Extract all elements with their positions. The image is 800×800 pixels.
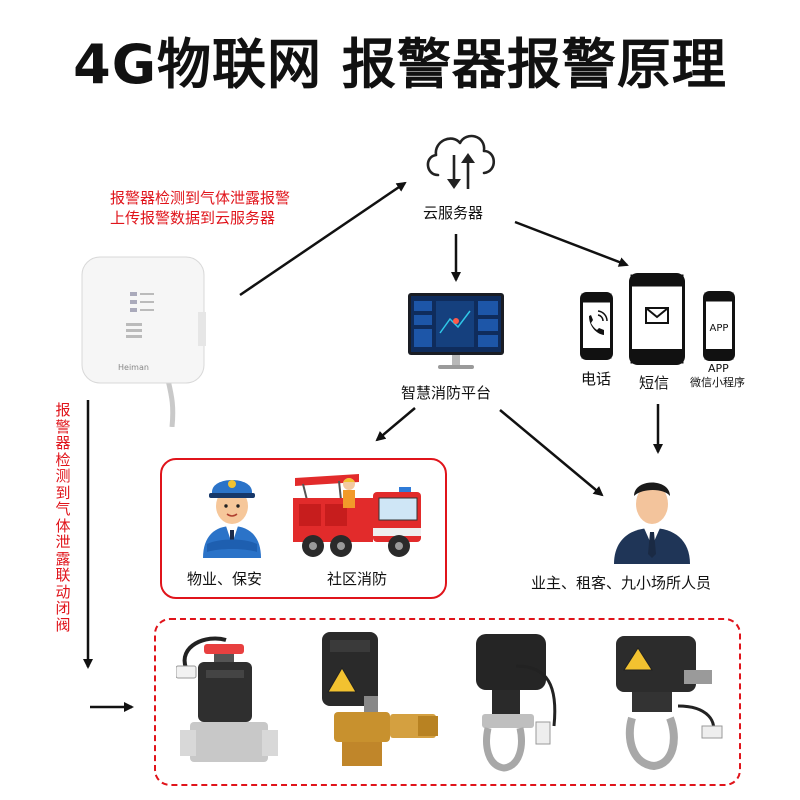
solenoid-valve-image — [176, 626, 281, 776]
property-label: 物业、保安 — [187, 568, 262, 589]
arrow-platform-to-property — [377, 408, 415, 440]
gas-detector-device: Heiman — [80, 252, 215, 427]
manipulator-valve-image-2 — [598, 626, 728, 776]
phone-sms-label: 短信 — [639, 372, 669, 393]
owner-label: 业主、租客、九小场所人员 — [531, 572, 711, 593]
person-suit-icon — [612, 466, 692, 566]
linkage-note: 报警器检测到气体泄露 联动闭阀 — [54, 402, 72, 633]
phone-sms-icon — [629, 273, 685, 365]
phone-call-icon — [580, 292, 613, 360]
arrow-cloud-to-phones — [515, 222, 627, 265]
cloud-up-down-icon — [420, 127, 500, 195]
fire-truck-icon — [289, 472, 427, 564]
monitor-dashboard-icon — [408, 293, 504, 373]
manipulator-valve-image-1 — [458, 626, 568, 776]
cloud-label: 云服务器 — [423, 202, 483, 223]
arrow-platform-to-owner — [500, 410, 602, 495]
upload-note-line2: 上传报警数据到云服务器 — [110, 208, 275, 228]
platform-label: 智慧消防平台 — [401, 382, 491, 403]
app-badge: APP — [710, 323, 729, 334]
phone-app-icon: APP — [703, 291, 735, 361]
phone-call-label: 电话 — [581, 368, 611, 389]
security-guard-icon — [197, 468, 267, 560]
motor-valve-brass-image — [318, 626, 443, 776]
app-caption-2: 微信小程序 — [690, 374, 745, 390]
upload-note-line1: 报警器检测到气体泄露报警 — [110, 188, 290, 208]
detector-brand: Heiman — [118, 363, 149, 372]
fire-label: 社区消防 — [327, 568, 387, 589]
